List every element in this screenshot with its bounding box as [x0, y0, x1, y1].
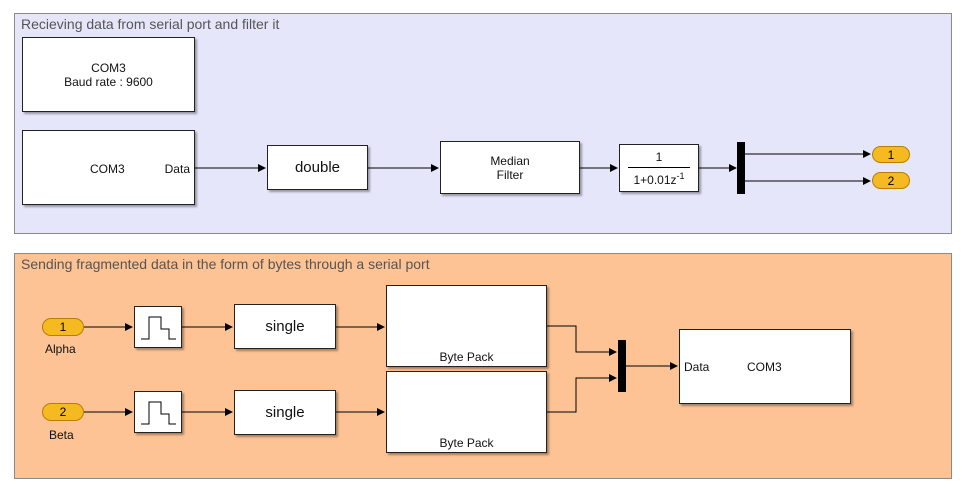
wire-pack2-to-mux [547, 374, 617, 413]
wire-pack1-to-mux [547, 325, 617, 356]
transfer-function-fraction-bar [628, 166, 690, 168]
inport-beta[interactable]: 2 [42, 403, 84, 421]
double-convert-label: double [294, 159, 341, 176]
serial-send-port: COM3 [747, 360, 782, 374]
inport-alpha[interactable]: 1 [42, 318, 84, 336]
serial-send-block[interactable]: Data COM3 [679, 329, 851, 404]
serial-config-block[interactable]: COM3 Baud rate : 9600 [22, 37, 195, 112]
outport-2[interactable]: 2 [872, 172, 910, 189]
receive-area-title: Recieving data from serial port and filt… [21, 16, 280, 32]
transfer-function-numerator: 1 [655, 149, 663, 164]
serial-config-baud: Baud rate : 9600 [64, 74, 153, 89]
zero-order-hold-icon [141, 316, 176, 340]
double-convert-block[interactable]: double [267, 145, 368, 190]
inport-alpha-label: Alpha [45, 342, 76, 356]
serial-config-port: COM3 [91, 60, 126, 75]
byte-pack-label-1: Byte Pack [439, 350, 494, 364]
single-convert-block-2[interactable]: single [234, 390, 336, 435]
inport-beta-number: 2 [59, 405, 67, 419]
median-filter-block[interactable]: Median Filter [440, 141, 580, 194]
demux-block[interactable] [737, 142, 745, 194]
mux-block[interactable] [618, 340, 626, 392]
serial-receive-output-label: Data [164, 162, 190, 176]
single-convert-block-1[interactable]: single [234, 304, 336, 349]
transfer-function-block[interactable]: 1 1+0.01z-1 [619, 144, 699, 192]
zero-order-hold-block-2[interactable] [134, 391, 182, 433]
outport-1-number: 1 [887, 147, 895, 162]
inport-beta-label: Beta [49, 428, 74, 442]
outport-2-number: 2 [887, 173, 895, 188]
single-convert-label-2: single [265, 404, 305, 421]
serial-receive-block[interactable]: COM3 Data [22, 130, 195, 205]
serial-receive-port: COM3 [90, 162, 125, 176]
single-convert-label-1: single [265, 318, 305, 335]
inport-alpha-number: 1 [59, 320, 67, 334]
serial-send-input-label: Data [684, 360, 710, 374]
median-filter-line2: Filter [496, 167, 524, 182]
zero-order-hold-icon [141, 401, 176, 425]
byte-pack-block-1[interactable]: Byte Pack [386, 285, 547, 367]
zero-order-hold-block-1[interactable] [134, 306, 182, 348]
byte-pack-block-2[interactable]: Byte Pack [386, 371, 547, 453]
byte-pack-label-2: Byte Pack [439, 436, 494, 450]
median-filter-line1: Median [490, 153, 530, 168]
send-area-title: Sending fragmented data in the form of b… [21, 256, 430, 272]
transfer-function-exponent: -1 [676, 170, 685, 181]
outport-1[interactable]: 1 [872, 146, 910, 163]
transfer-function-denominator: 1+0.01z-1 [633, 171, 684, 187]
transfer-function-denominator-text: 1+0.01z [633, 172, 677, 187]
